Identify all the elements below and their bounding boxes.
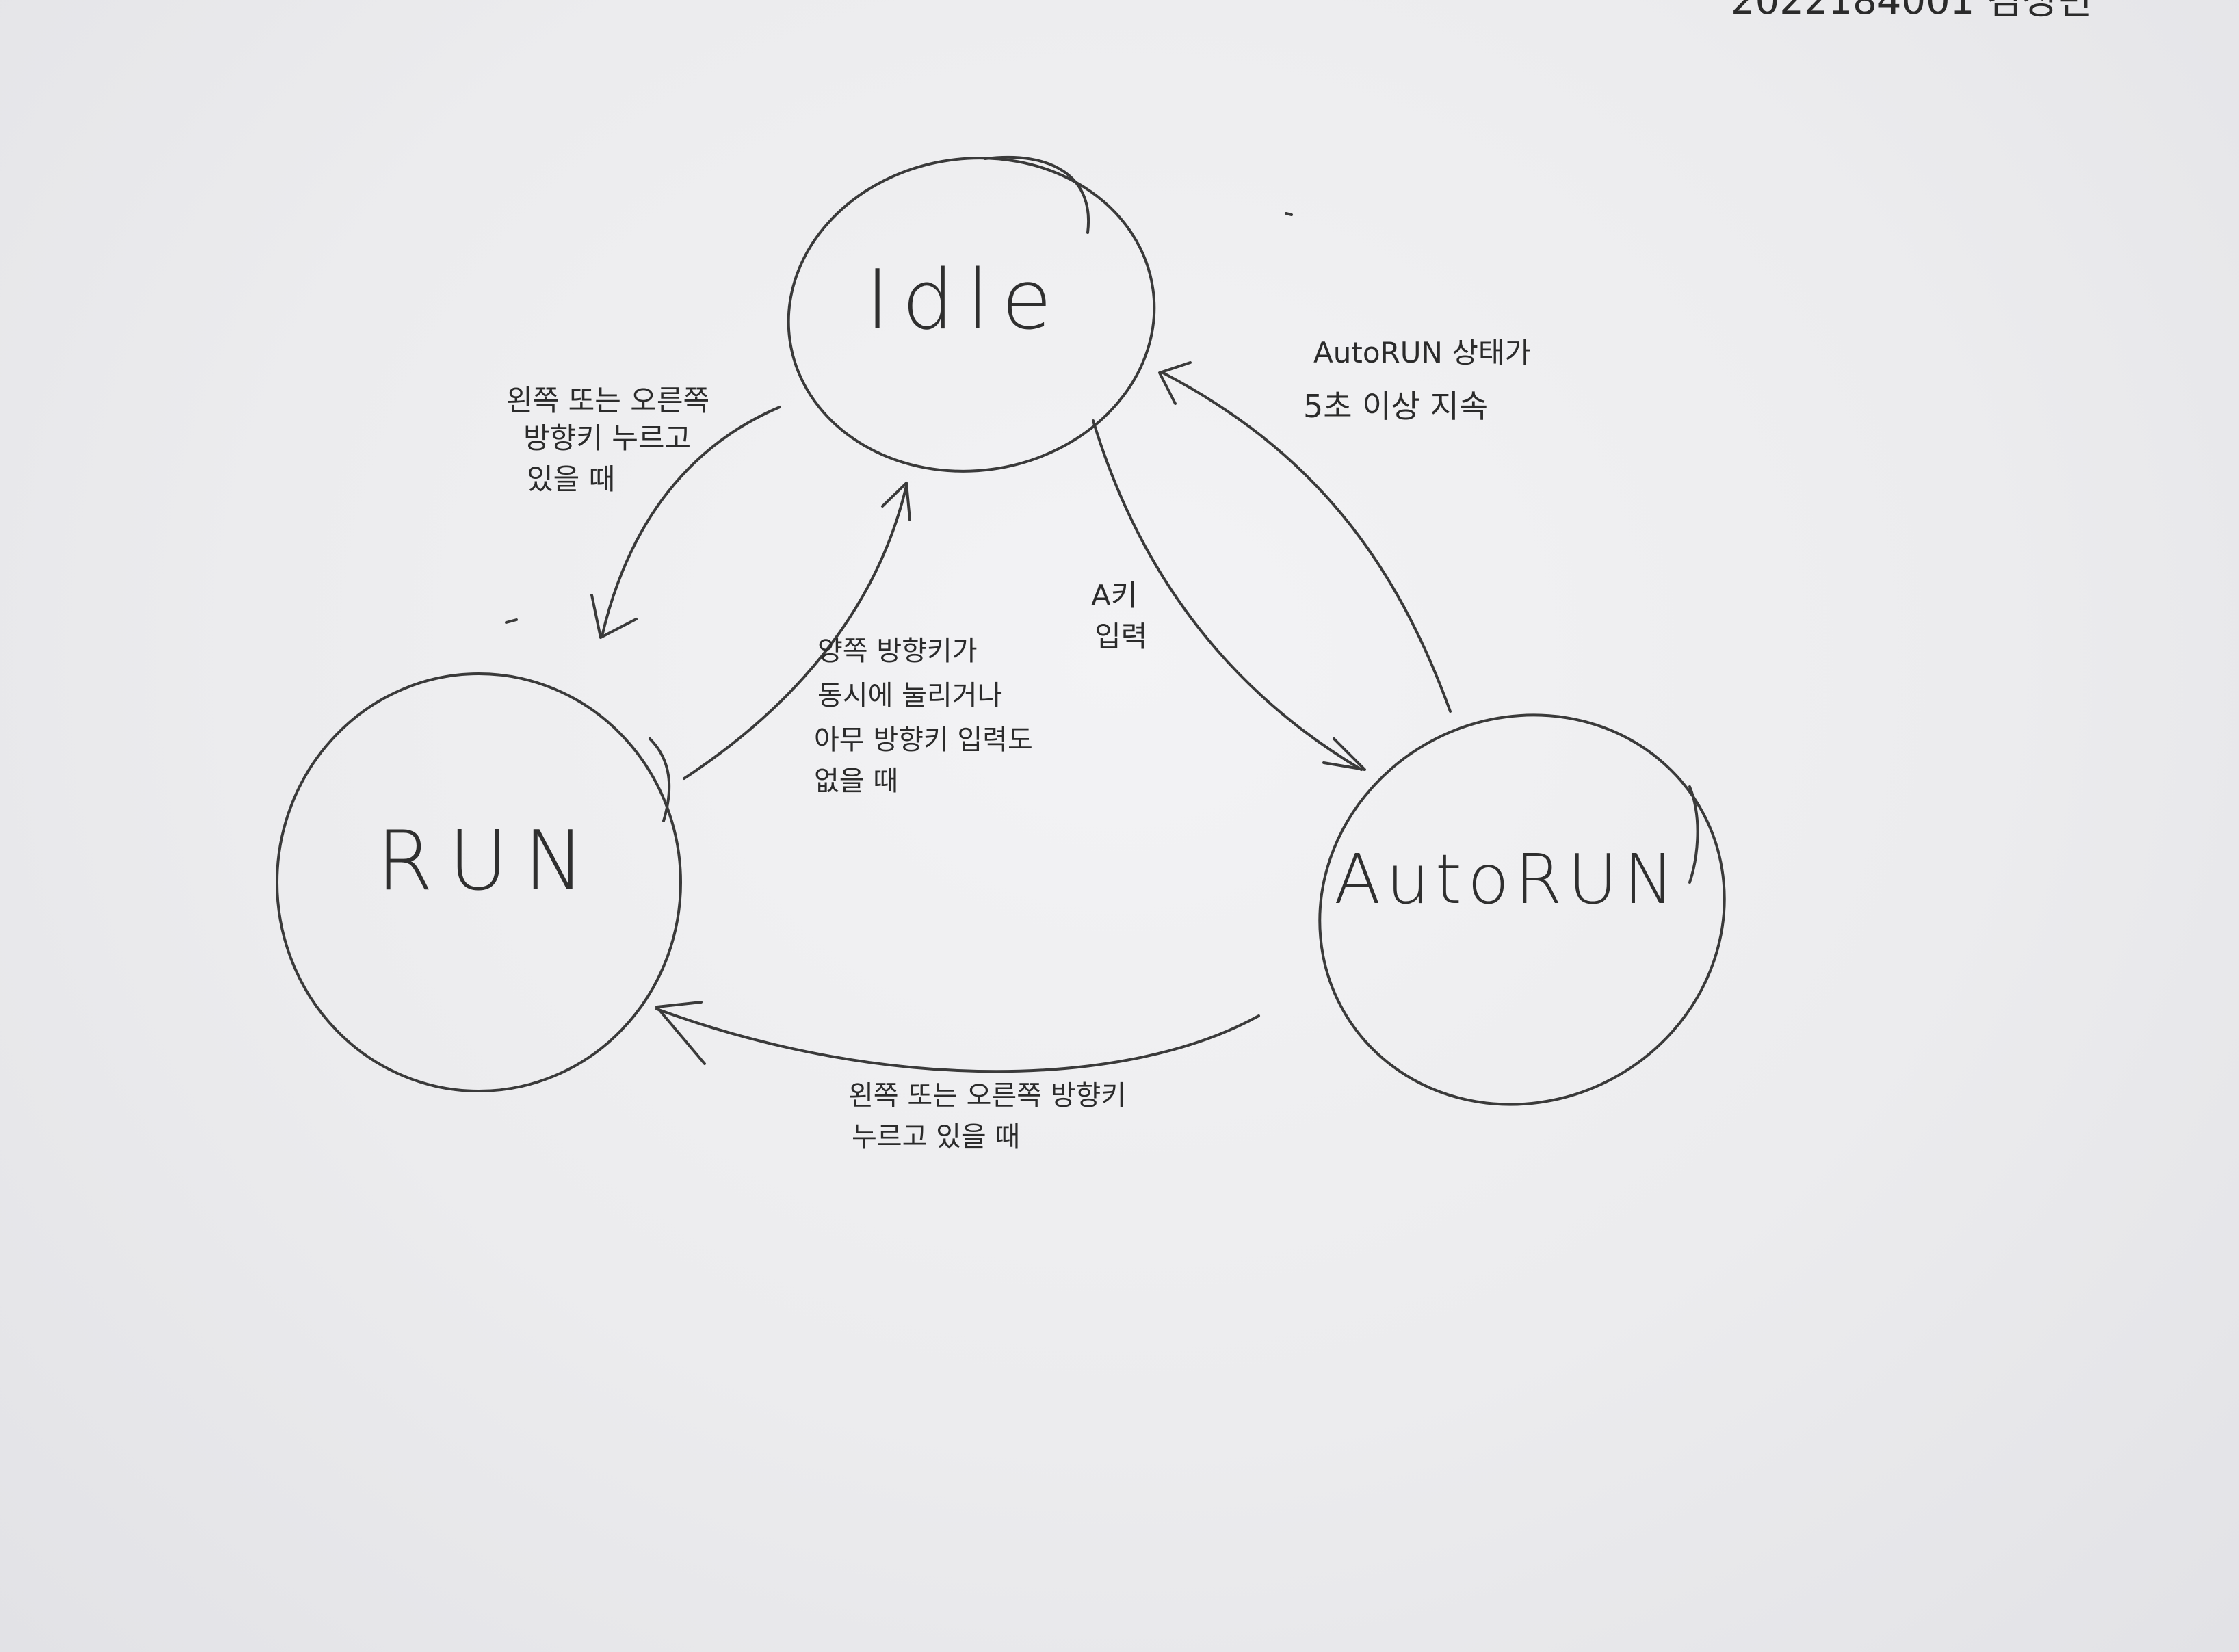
label-run-to-idle-line-1: 양쪽 방향키가 [817, 635, 978, 667]
idle-label: Idle [865, 253, 1064, 348]
run-to-idle-arrow [683, 484, 908, 780]
label-run-to-idle: 양쪽 방향키가 동시에 눌리거나 아무 방향키 입력도 없을 때 [814, 635, 1033, 797]
state-idle: Idle [787, 155, 1156, 473]
transition-run-to-idle [683, 482, 911, 780]
label-idle-to-run-line-2: 방향키 누르고 [523, 421, 691, 455]
autorun-label: AutoRUN [1334, 839, 1680, 919]
label-autorun-to-run-line-2: 누르고 있을 때 [852, 1121, 1020, 1153]
label-idle-to-autorun-line-1: A키 [1091, 579, 1137, 612]
label-idle-to-autorun-line-2: 입력 [1095, 620, 1147, 653]
autorun-to-run-arrowhead [655, 1001, 706, 1065]
label-run-to-idle-line-2: 동시에 눌리거나 [817, 680, 1002, 711]
label-idle-to-run-line-1: 왼쪽 또는 오른쪽 [506, 384, 709, 417]
run-to-idle-arrowhead [881, 482, 911, 521]
idle-to-run-arrowhead [590, 594, 638, 639]
state-run: RUN [276, 672, 682, 1092]
idle-to-autorun-arrowhead [1322, 737, 1366, 771]
state-autorun: AutoRUN [1318, 713, 1726, 1106]
header-note: 2022184001 김성빈 [1731, 0, 2093, 23]
label-autorun-to-idle-line-1: AutoRUN 상태가 [1313, 336, 1531, 369]
idle-circle-overlap [984, 155, 1090, 234]
autorun-to-run-arrow [655, 1008, 1260, 1073]
run-circle [276, 672, 682, 1092]
autorun-circle [1318, 713, 1726, 1106]
label-idle-to-autorun: A키 입력 [1091, 579, 1147, 653]
label-run-to-idle-line-4: 없을 때 [814, 765, 898, 797]
label-autorun-to-idle: AutoRUN 상태가 5초 이상 지속 [1303, 336, 1531, 425]
idle-to-autorun-arrow [1092, 419, 1363, 771]
run-circle-overlap [649, 737, 671, 822]
label-run-to-idle-line-3: 아무 방향키 입력도 [814, 724, 1033, 756]
label-autorun-to-run: 왼쪽 또는 오른쪽 방향키 누르고 있을 때 [848, 1080, 1126, 1153]
transition-autorun-to-run [655, 1001, 1260, 1073]
pencil-speck [505, 618, 518, 624]
transition-idle-to-run [590, 406, 781, 639]
label-idle-to-run: 왼쪽 또는 오른쪽 방향키 누르고 있을 때 [506, 384, 709, 496]
label-autorun-to-idle-line-2: 5초 이상 지속 [1303, 388, 1488, 425]
transition-idle-to-autorun [1092, 419, 1366, 771]
autorun-to-idle-arrowhead [1158, 361, 1192, 405]
label-autorun-to-run-line-1: 왼쪽 또는 오른쪽 방향키 [848, 1080, 1126, 1112]
pencil-speck [1285, 212, 1293, 216]
autorun-to-idle-arrow [1162, 371, 1452, 713]
autorun-circle-overlap [1688, 785, 1699, 884]
label-idle-to-run-line-3: 있을 때 [527, 462, 615, 496]
idle-to-run-arrow [601, 406, 781, 638]
run-label: RUN [376, 814, 600, 909]
idle-circle [787, 157, 1156, 473]
transition-autorun-to-idle [1158, 361, 1452, 713]
